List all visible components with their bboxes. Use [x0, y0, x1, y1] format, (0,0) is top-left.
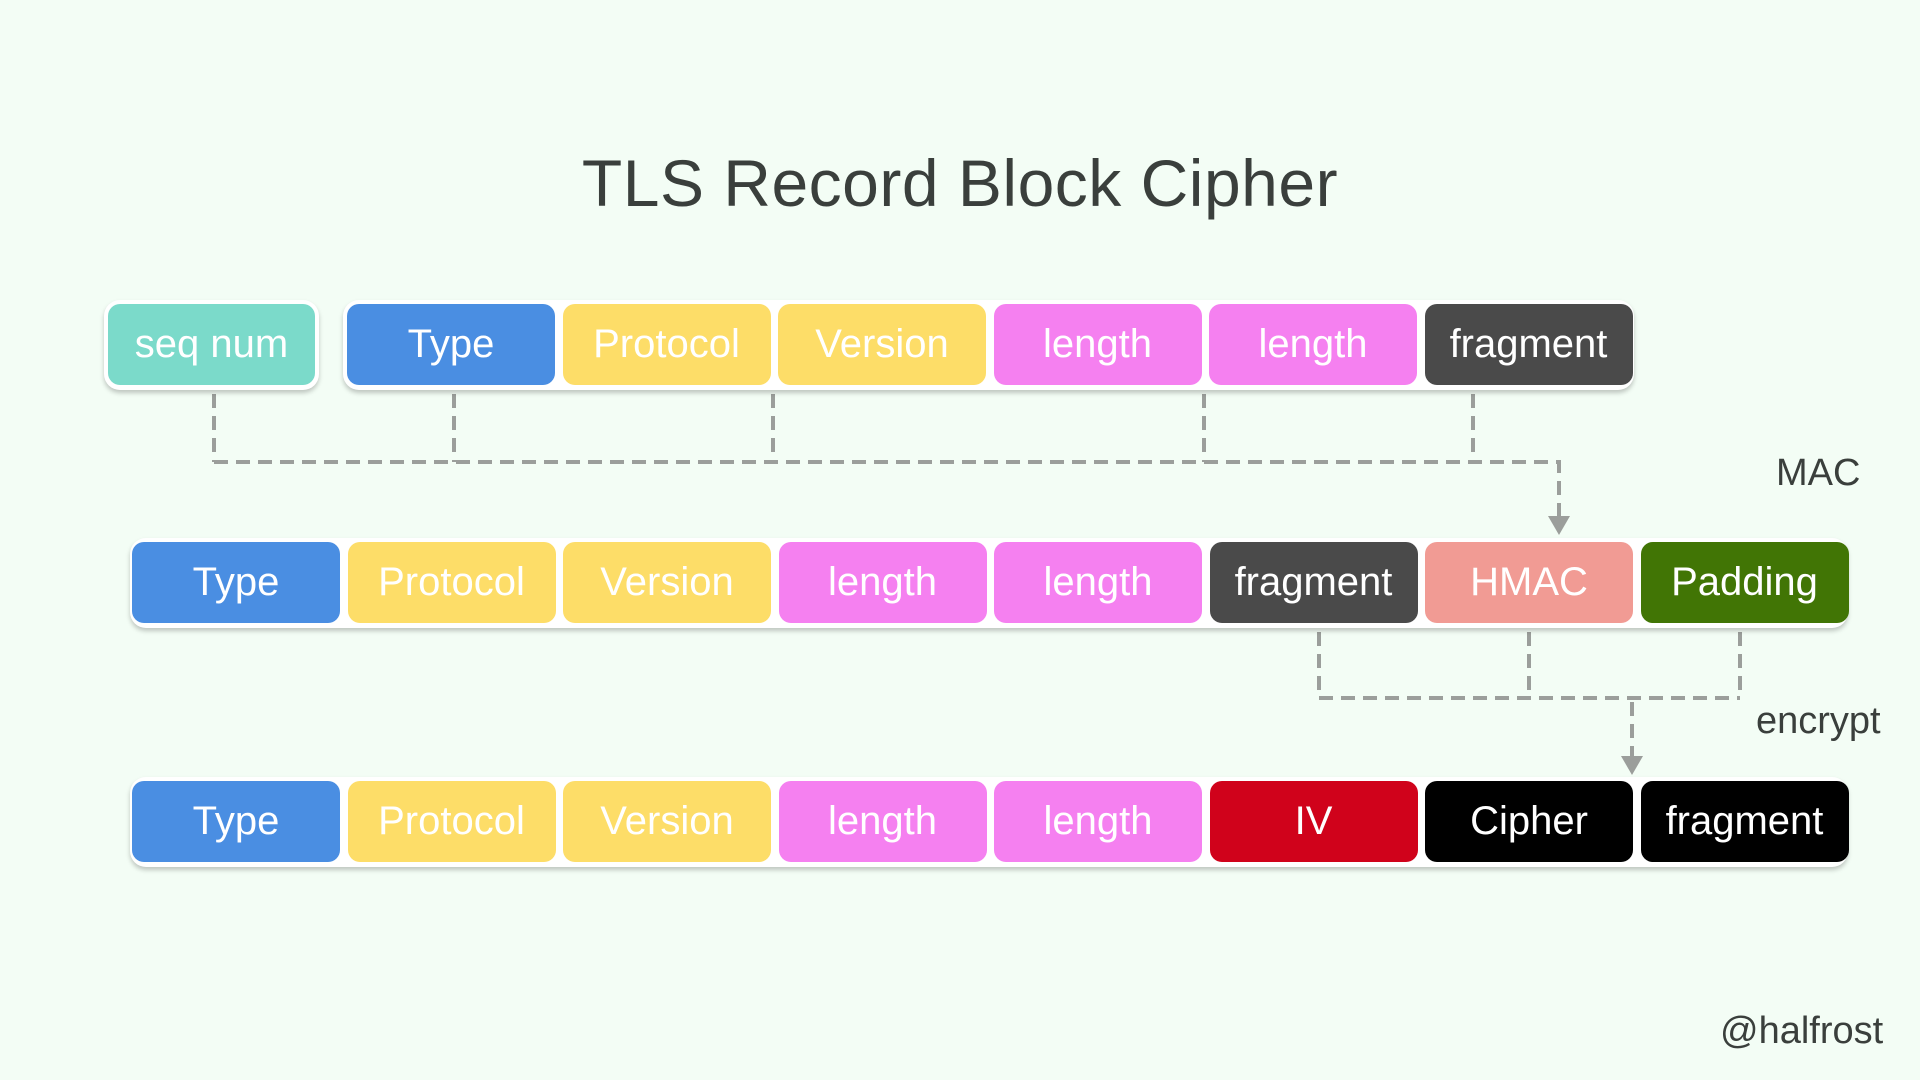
row2-cell-type: Type: [132, 542, 340, 623]
row3-cell-fragment: fragment: [1640, 781, 1849, 862]
row2-cell-protocol: Protocol: [347, 542, 556, 623]
encrypt-label: encrypt: [1756, 700, 1881, 742]
mac-connector-bus: [214, 460, 1561, 520]
row1-cell-version: Version: [778, 304, 986, 385]
row2-cell-fragment: fragment: [1209, 542, 1418, 623]
mac-arrow-icon: [1548, 516, 1570, 535]
row1-cell-protocol: Protocol: [562, 304, 771, 385]
row2-cell-hmac: HMAC: [1425, 542, 1633, 623]
encrypt-arrow-icon: [1621, 756, 1643, 775]
row3-cell-length: length: [778, 781, 987, 862]
row3-cell-cipher: Cipher: [1425, 781, 1633, 862]
row1-cell-fragment: fragment: [1424, 304, 1633, 385]
row3-cell-protocol: Protocol: [347, 781, 556, 862]
row1-cell-length: length: [993, 304, 1202, 385]
row2-cell-padding: Padding: [1640, 542, 1849, 623]
row3-cell-iv: IV: [1209, 781, 1418, 862]
row3-cell-version: Version: [563, 781, 771, 862]
row2-cell-length: length: [994, 542, 1202, 623]
row1-cell-type: Type: [347, 304, 555, 385]
row3-cell-type: Type: [132, 781, 340, 862]
row2-cell-length: length: [778, 542, 987, 623]
row3-cell-length: length: [994, 781, 1202, 862]
mac-label: MAC: [1776, 452, 1861, 494]
row1-seq-num: seq num: [108, 304, 315, 385]
row1-cell-length: length: [1209, 304, 1417, 385]
diagram-title: TLS Record Block Cipher: [581, 146, 1339, 220]
row1-seq-group: seq num: [104, 300, 319, 390]
row2-cell-version: Version: [563, 542, 771, 623]
author-label: @halfrost: [1720, 1010, 1884, 1052]
